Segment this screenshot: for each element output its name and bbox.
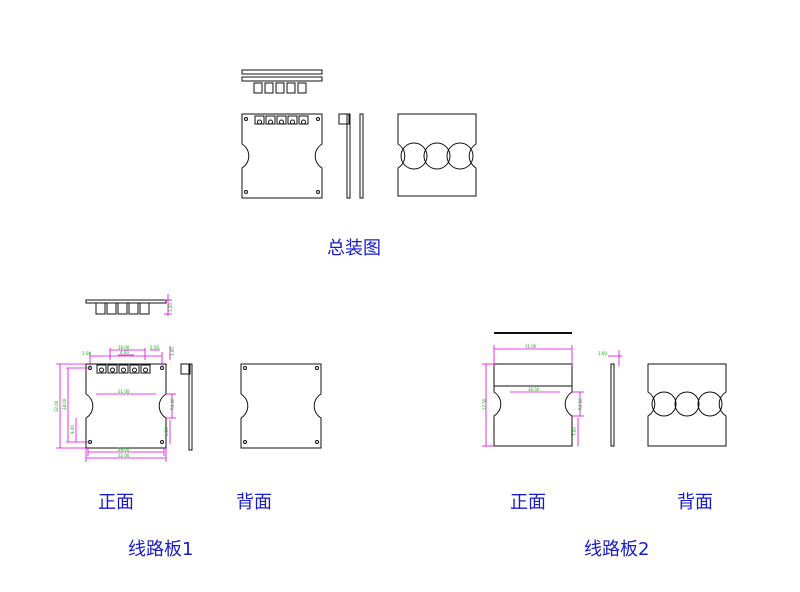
svg-text:16.00: 16.00 (118, 345, 130, 350)
svg-text:31.00: 31.00 (525, 344, 537, 349)
assembly-side-view (338, 113, 364, 199)
assembly-drawing-label: 总装图 (327, 238, 381, 259)
board1-front-dimensions: 32.00 28.00 9.00 R4.00 6.00 28.00 32.00 … (54, 345, 176, 462)
board2-title-label: 线路板2 (584, 539, 650, 560)
board2-front-dimensions: 31.00 27.50 16.50 R3.50 7.00 (482, 344, 584, 447)
board1-back-label: 背面 (236, 492, 272, 513)
svg-text:1.00: 1.00 (170, 347, 175, 356)
svg-text:27.50: 27.50 (482, 398, 487, 410)
svg-text:R4.00: R4.00 (170, 398, 175, 410)
svg-text:6.00: 6.00 (164, 427, 169, 436)
svg-text:2.50: 2.50 (150, 345, 159, 350)
svg-text:21.00: 21.00 (118, 389, 130, 394)
assembly-back-view (397, 113, 477, 197)
svg-text:3.50: 3.50 (168, 303, 173, 312)
board2-back-view (647, 363, 727, 447)
svg-text:4.00: 4.00 (120, 350, 129, 355)
svg-text:28.00: 28.00 (118, 447, 130, 452)
svg-text:28.00: 28.00 (62, 398, 67, 410)
svg-text:1.60: 1.60 (598, 351, 607, 356)
board1-title-label: 线路板1 (128, 539, 194, 560)
svg-text:9.00: 9.00 (70, 425, 75, 434)
assembly-front-view (241, 113, 323, 199)
board1-front-view (85, 363, 167, 449)
board2-side-view: 1.60 (598, 350, 622, 447)
svg-text:32.00: 32.00 (54, 400, 59, 412)
svg-text:32.00: 32.00 (118, 453, 130, 458)
board1-side-view (180, 363, 193, 451)
svg-text:16.50: 16.50 (528, 387, 540, 392)
svg-text:R3.50: R3.50 (578, 398, 583, 410)
assembly-top-view (241, 69, 323, 94)
board2-back-label: 背面 (677, 492, 713, 513)
board2-front-label: 正面 (510, 492, 546, 513)
board1-top-view: 3.50 (85, 294, 173, 316)
board1-front-label: 正面 (98, 492, 134, 513)
svg-text:7.00: 7.00 (572, 427, 577, 436)
board1-back-view (240, 363, 322, 449)
board2-front-view (493, 363, 573, 447)
svg-text:3.50: 3.50 (82, 351, 91, 356)
